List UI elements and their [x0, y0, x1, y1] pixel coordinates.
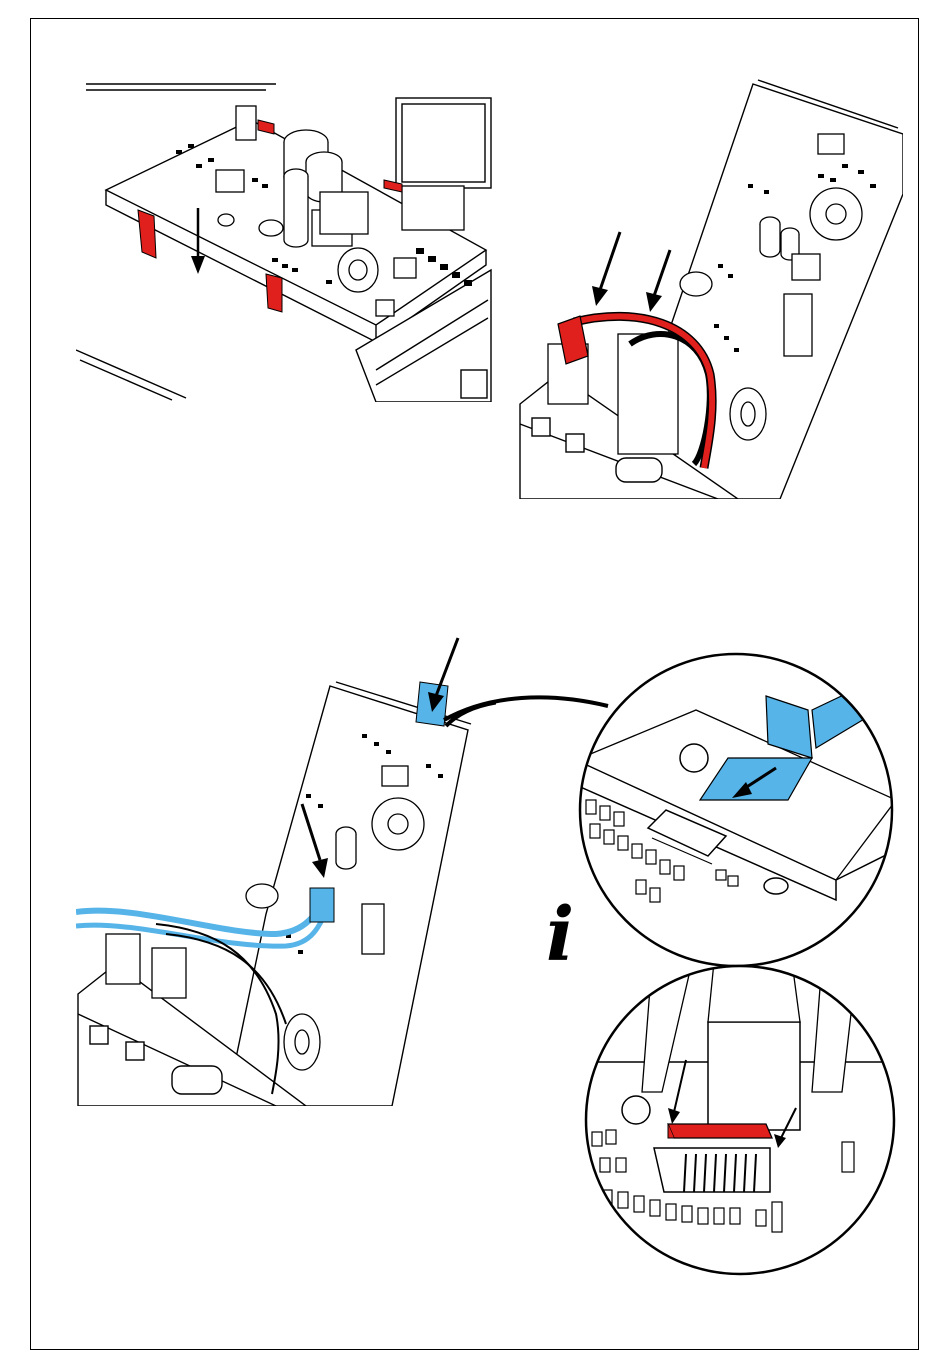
double-down-arrow-icon [592, 232, 670, 312]
detail-ribbon-insert [576, 650, 896, 970]
figure-blue-ribbon-connection [76, 634, 496, 1106]
detail-connector-latch [582, 962, 898, 1278]
info-icon: i [530, 900, 590, 970]
figure-red-cable-routing [518, 74, 903, 499]
figure-board-insert [76, 80, 496, 402]
